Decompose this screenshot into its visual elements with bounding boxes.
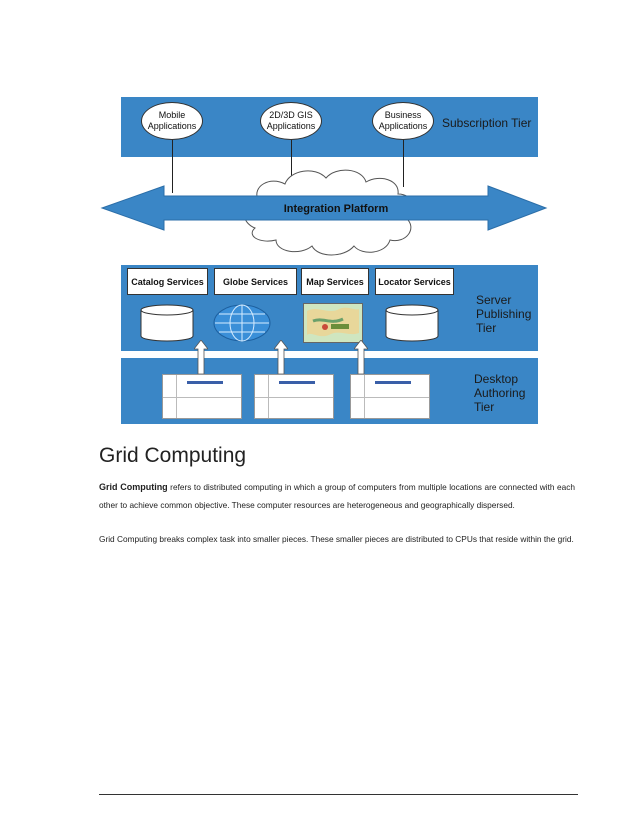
connector-line — [172, 135, 173, 193]
catalog-services-box: Catalog Services — [127, 268, 208, 295]
paragraph-text: refers to distributed computing in which… — [99, 482, 575, 510]
map-image-icon — [303, 303, 363, 343]
database-icon — [140, 304, 194, 342]
tier-line: Authoring — [474, 386, 526, 400]
publishing-tier-label: Server Publishing Tier — [476, 293, 531, 335]
tier-line: Desktop — [474, 372, 519, 386]
up-arrow-icon — [274, 340, 288, 374]
paragraph-definition: Grid Computing refers to distributed com… — [99, 478, 575, 514]
database-icon — [385, 304, 439, 342]
footer-rule — [99, 794, 578, 795]
connector-line — [403, 135, 404, 187]
app-gis: 2D/3D GIS Applications — [260, 102, 322, 140]
tier-line: Publishing — [476, 307, 532, 321]
tier-line: Tier — [476, 321, 497, 335]
integration-label: Integration Platform — [284, 203, 389, 215]
app-business: Business Applications — [372, 102, 434, 140]
globe-services-box: Globe Services — [214, 268, 297, 295]
desktop-window — [254, 374, 334, 419]
paragraph-breakdown: Grid Computing breaks complex task into … — [99, 534, 574, 544]
double-arrow — [100, 185, 548, 231]
tier-line: Server — [476, 293, 512, 307]
up-arrow-icon — [354, 340, 368, 374]
integration-cloud-arrow: Integration Platform — [100, 169, 548, 256]
desktop-window — [162, 374, 242, 419]
locator-services-box: Locator Services — [375, 268, 454, 295]
app-mobile: Mobile Applications — [141, 102, 203, 140]
connector-line — [291, 135, 292, 185]
section-heading: Grid Computing — [99, 444, 247, 467]
subscription-tier-label: Subscription Tier — [442, 116, 532, 130]
tier-line: Tier — [474, 400, 495, 414]
up-arrow-icon — [194, 340, 208, 374]
desktop-window — [350, 374, 430, 419]
authoring-tier-label: Desktop Authoring Tier — [474, 372, 525, 414]
globe-icon — [213, 304, 271, 342]
map-services-box: Map Services — [301, 268, 369, 295]
term-bold: Grid Computing — [99, 482, 168, 492]
